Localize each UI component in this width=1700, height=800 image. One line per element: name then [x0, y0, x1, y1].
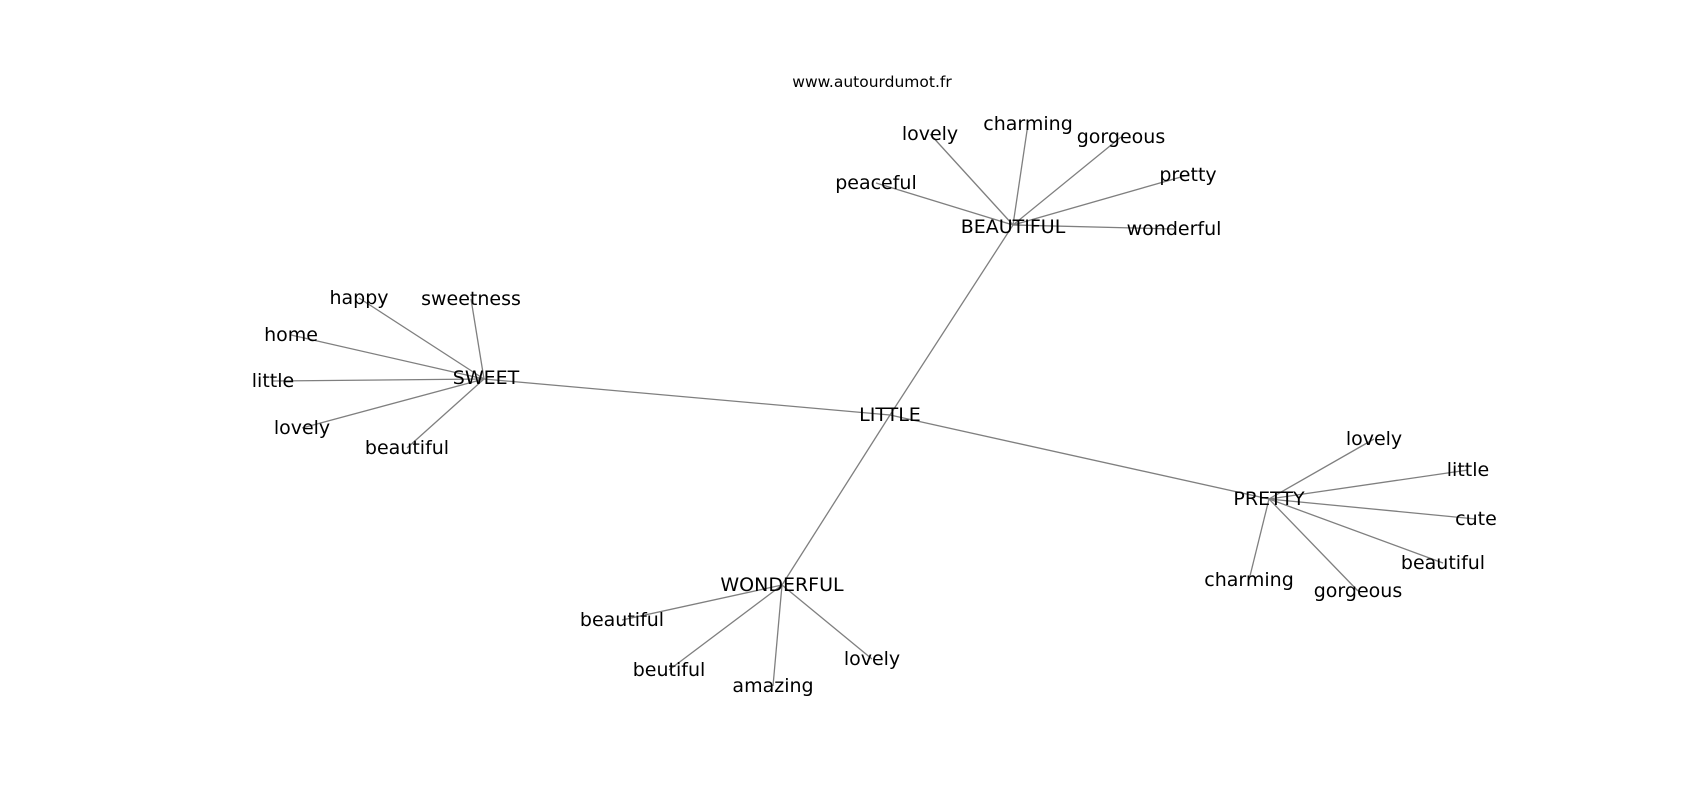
leaf-node-pretty-cute-2: cute — [1455, 508, 1497, 530]
leaf-node-wonderful-beutiful-1: beutiful — [633, 659, 706, 681]
edge-beautiful-pretty-4 — [1012, 174, 1189, 226]
edge-pretty-cute-2 — [1268, 498, 1477, 520]
edge-pretty-gorgeous-4 — [1268, 498, 1359, 592]
leaf-node-sweet-lovely-4: lovely — [274, 417, 330, 439]
edge-sweet-home-2 — [290, 334, 485, 380]
edge-center-sweet — [483, 378, 891, 416]
leaf-node-pretty-gorgeous-4: gorgeous — [1314, 580, 1402, 602]
edge-sweet-sweetness-1 — [470, 298, 485, 380]
edge-sweet-beautiful-5 — [406, 378, 485, 449]
edge-beautiful-gorgeous-2 — [1012, 136, 1122, 226]
edge-sweet-happy-0 — [358, 297, 485, 380]
leaf-node-beautiful-charming-1: charming — [983, 113, 1073, 135]
leaf-node-pretty-little-1: little — [1447, 459, 1489, 481]
watermark-label: www.autourdumot.fr — [792, 73, 952, 91]
leaf-node-sweet-little-3: little — [252, 370, 294, 392]
leaf-node-pretty-charming-5: charming — [1204, 569, 1294, 591]
graph-edges — [272, 123, 1477, 687]
edge-beautiful-wonderful-5 — [1012, 224, 1175, 230]
leaf-node-sweet-sweetness-1: sweetness — [421, 288, 521, 310]
edge-beautiful-peaceful-3 — [875, 182, 1014, 226]
edge-wonderful-lovely-3 — [781, 584, 873, 660]
leaf-node-sweet-happy-0: happy — [329, 287, 388, 309]
edge-pretty-charming-5 — [1248, 498, 1270, 581]
edge-wonderful-beutiful-1 — [668, 584, 783, 671]
leaf-node-sweet-beautiful-5: beautiful — [365, 437, 449, 459]
leaf-node-beautiful-peaceful-3: peaceful — [835, 172, 917, 194]
center-node-label: LITTLE — [859, 404, 921, 426]
edge-center-beautiful — [889, 224, 1014, 416]
edge-beautiful-charming-1 — [1012, 123, 1029, 226]
leaf-node-wonderful-amazing-2: amazing — [732, 675, 813, 697]
edge-pretty-lovely-0 — [1268, 438, 1375, 500]
leaf-node-pretty-beautiful-3: beautiful — [1401, 552, 1485, 574]
edge-center-wonderful — [781, 414, 891, 586]
leaf-node-beautiful-pretty-4: pretty — [1159, 164, 1216, 186]
hub-node-pretty: PRETTY — [1233, 488, 1305, 510]
hub-node-sweet: SWEET — [453, 367, 520, 389]
leaf-node-wonderful-lovely-3: lovely — [844, 648, 900, 670]
edge-pretty-little-1 — [1268, 469, 1469, 500]
hub-node-wonderful: WONDERFUL — [720, 574, 844, 596]
leaf-node-beautiful-gorgeous-2: gorgeous — [1077, 126, 1165, 148]
edge-center-pretty — [889, 414, 1270, 500]
graph-labels: www.autourdumot.fr LITTLE BEAUTIFUL lovely… — [252, 73, 1497, 697]
leaf-node-wonderful-beautiful-0: beautiful — [580, 609, 664, 631]
leaf-node-beautiful-lovely-0: lovely — [902, 123, 958, 145]
edge-sweet-little-3 — [272, 378, 485, 382]
leaf-node-beautiful-wonderful-5: wonderful — [1127, 218, 1222, 240]
edge-wonderful-beautiful-0 — [621, 584, 783, 621]
hub-node-beautiful: BEAUTIFUL — [961, 216, 1066, 238]
leaf-node-sweet-home-2: home — [264, 324, 318, 346]
edge-beautiful-lovely-0 — [929, 133, 1014, 226]
edge-sweet-lovely-4 — [301, 378, 485, 429]
edge-wonderful-amazing-2 — [772, 584, 783, 687]
edge-pretty-beautiful-3 — [1268, 498, 1444, 564]
leaf-node-pretty-lovely-0: lovely — [1346, 428, 1402, 450]
